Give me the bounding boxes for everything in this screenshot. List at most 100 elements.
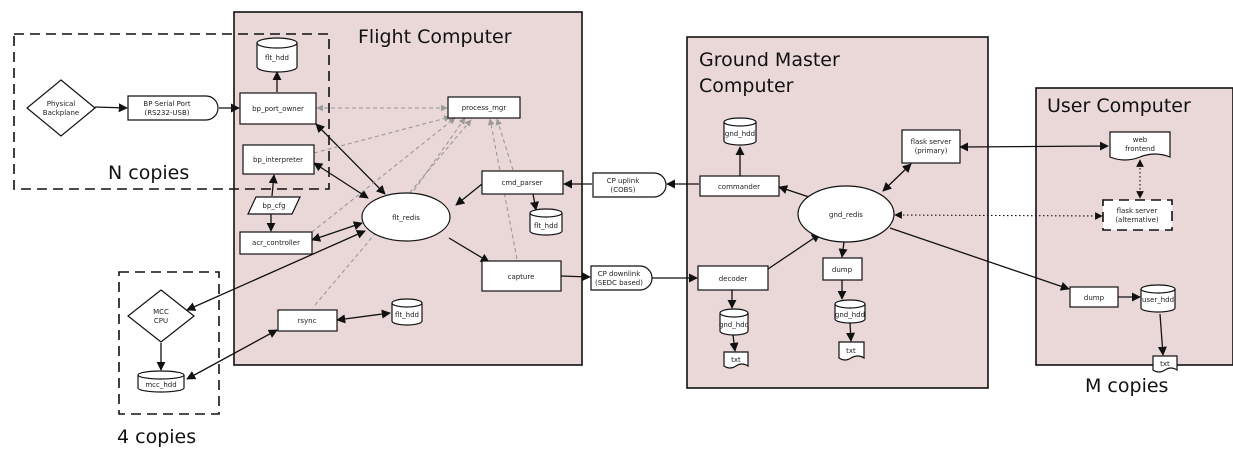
svg-text:txt: txt <box>846 347 856 355</box>
flt-hdd-rsync-node: flt_hdd <box>391 298 423 326</box>
bp-port-owner-node: bp_port_owner <box>239 92 317 125</box>
edge-cmdparser-fltredis <box>455 183 483 206</box>
edge-rsync-flthdd <box>336 309 391 324</box>
svg-text:bp_cfg: bp_cfg <box>262 202 285 210</box>
edge-userhdd-txt <box>1157 313 1167 356</box>
flt-hdd-cmd-node: flt_hdd <box>529 208 563 236</box>
svg-text:(SEDC based): (SEDC based) <box>595 279 643 287</box>
web-frontend-node: web frontend <box>1109 131 1171 161</box>
ground-master-title-line1: Ground Master <box>699 49 840 71</box>
svg-text:BP Serial Port: BP Serial Port <box>143 100 190 108</box>
svg-text:dump: dump <box>832 266 853 274</box>
svg-text:gnd_hdd: gnd_hdd <box>835 311 865 319</box>
edge-gndhdd-txt-decoder <box>729 334 739 352</box>
cmd-parser-node: cmd_parser <box>481 170 564 195</box>
svg-text:(RS232-USB): (RS232-USB) <box>144 109 189 117</box>
edge-gndredis-flaskprimary <box>882 163 912 192</box>
svg-text:gnd_hdd: gnd_hdd <box>725 130 755 138</box>
svg-text:Backplane: Backplane <box>43 109 79 117</box>
svg-text:capture: capture <box>508 273 535 281</box>
edge-gndredis-dump <box>838 241 848 258</box>
svg-text:flask server: flask server <box>1117 207 1158 215</box>
mcc-hdd-node: mcc_hdd <box>137 370 185 393</box>
edges <box>94 71 1167 380</box>
edge-mcchdd-rsync <box>186 329 278 380</box>
svg-text:gnd_hdd: gnd_hdd <box>719 321 749 329</box>
svg-text:(COBS): (COBS) <box>611 186 636 194</box>
svg-text:bp_port_owner: bp_port_owner <box>252 105 304 113</box>
edge-gndredis-flaskalt <box>894 211 1103 220</box>
edge-cmdparser-flthdd <box>530 193 539 211</box>
user-computer-title: User Computer <box>1047 95 1191 117</box>
n-copies-group <box>13 33 330 190</box>
acr-controller-node: acr_controller <box>239 231 313 255</box>
m-copies-label: M copies <box>1085 375 1168 397</box>
gnd-hdd-decoder-node: gnd_hdd <box>719 308 749 336</box>
edge-fltredis-mcc <box>186 230 366 311</box>
bp-interpreter-node: bp_interpreter <box>242 144 315 175</box>
capture-node: capture <box>481 260 562 292</box>
edge-flask-web <box>959 141 1109 152</box>
ground-master-title-line2: Computer <box>699 75 794 97</box>
edge-pm-acr <box>311 117 456 233</box>
edge-pm-interpreter <box>313 115 451 154</box>
txt-dump-node: txt <box>838 341 865 361</box>
bp-serial-port-node: BP Serial Port (RS232-USB) <box>127 95 219 121</box>
rsync-node: rsync <box>277 309 338 332</box>
physical-backplane-node: Physical Backplane <box>26 79 96 137</box>
mcc-cpu-node: MCC CPU <box>127 289 195 343</box>
gnd-redis-node: gnd_redis <box>797 185 895 243</box>
svg-text:flt_redis: flt_redis <box>392 214 420 222</box>
svg-text:(alternative): (alternative) <box>1115 216 1159 224</box>
svg-text:(primary): (primary) <box>915 147 948 155</box>
svg-text:CP uplink: CP uplink <box>607 177 641 185</box>
svg-text:flask server: flask server <box>911 138 952 146</box>
svg-text:web: web <box>1133 136 1148 144</box>
svg-text:flt_hdd: flt_hdd <box>265 54 289 62</box>
edge-gndhdd-txt <box>846 322 856 342</box>
svg-text:MCC: MCC <box>153 308 169 316</box>
txt-decoder-node: txt <box>723 351 749 369</box>
bp-cfg-node: bp_cfg <box>247 196 301 215</box>
flt-hdd-top-node: flt_hdd <box>256 37 298 73</box>
edge-decoder-gndredis <box>767 233 821 270</box>
svg-text:gnd_redis: gnd_redis <box>829 211 863 219</box>
edge-fltredis-capture <box>448 237 490 263</box>
svg-text:Physical: Physical <box>47 100 76 108</box>
gnd-hdd-dump-node: gnd_hdd <box>834 299 866 324</box>
process-mgr-node: process_mgr <box>447 96 521 119</box>
edge-backplane-serial <box>94 103 128 113</box>
four-copies-group <box>118 271 220 415</box>
svg-text:acr_controller: acr_controller <box>252 239 300 247</box>
edge-pm-fltredis <box>409 117 466 197</box>
decoder-node: decoder <box>697 265 769 291</box>
svg-text:mcc_hdd: mcc_hdd <box>145 381 176 389</box>
svg-text:CPU: CPU <box>154 317 168 325</box>
gnd-hdd-top-node: gnd_hdd <box>723 117 757 146</box>
flight-computer-title: Flight Computer <box>358 26 512 48</box>
flt-redis-node: flt_redis <box>361 192 451 242</box>
svg-text:frontend: frontend <box>1125 145 1155 153</box>
txt-user-node: txt <box>1152 355 1178 373</box>
edge-capture-downlink <box>560 272 591 282</box>
cp-downlink-node: CP downlink (SEDC based) <box>590 265 653 291</box>
flask-server-alt-node: flask server (alternative) <box>1102 199 1173 231</box>
svg-text:flt_hdd: flt_hdd <box>395 311 419 319</box>
svg-text:cmd_parser: cmd_parser <box>501 179 542 187</box>
dump-ground-node: dump <box>822 257 863 281</box>
dump-user-node: dump <box>1069 286 1119 308</box>
four-copies-label: 4 copies <box>117 426 196 448</box>
svg-text:decoder: decoder <box>719 275 748 283</box>
svg-text:CP downlink: CP downlink <box>598 270 642 278</box>
svg-text:bp_interpreter: bp_interpreter <box>253 156 303 164</box>
svg-text:txt: txt <box>731 356 741 364</box>
svg-text:txt: txt <box>1160 360 1170 368</box>
svg-text:flt_hdd: flt_hdd <box>534 222 558 230</box>
n-copies-label: N copies <box>108 162 189 184</box>
user-hdd-node: user_hdd <box>1140 284 1176 313</box>
svg-text:rsync: rsync <box>298 317 317 325</box>
commander-node: commander <box>699 175 780 197</box>
flask-server-primary-node: flask server (primary) <box>901 129 961 164</box>
edge-gndredis-dumpuser <box>889 227 1070 291</box>
